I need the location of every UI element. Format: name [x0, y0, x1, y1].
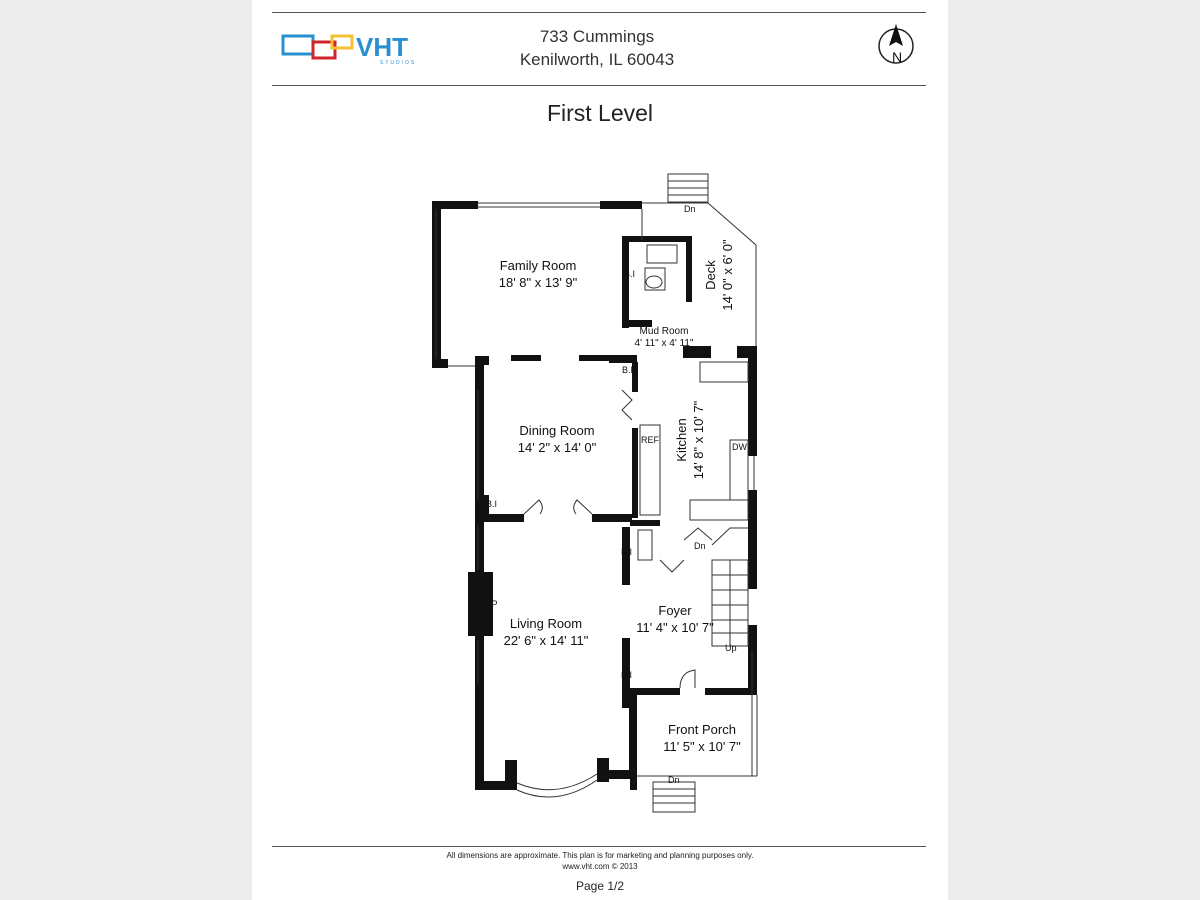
mud-room-name: Mud Room	[640, 326, 689, 337]
deck-stairs-down-label: Dn	[684, 204, 696, 214]
vht-logo: VHT STUDIOS	[281, 32, 416, 66]
footer-disclaimer: All dimensions are approximate. This pla…	[446, 851, 754, 860]
built-in-label-living-north: B.I	[621, 547, 632, 557]
basement-stairs-down-label: Dn	[694, 541, 706, 551]
logo-square-red	[311, 40, 337, 60]
living-room-dims: 22' 6" x 14' 11"	[504, 633, 589, 648]
kitchen-name: Kitchen	[674, 418, 689, 461]
fireplace-label: FP	[486, 599, 498, 609]
porch-stairs-down-label: Dn	[668, 775, 680, 785]
built-in-label-dining: B.I	[486, 499, 497, 509]
family-room-name: Family Room	[500, 258, 577, 273]
built-in-label-living-south: B.I	[621, 670, 632, 680]
footer-copyright: www.vht.com © 2013	[562, 862, 638, 871]
front-porch-name: Front Porch	[668, 722, 736, 737]
address-line-2: Kenilworth, IL 60043	[519, 50, 675, 69]
foyer-dims: 11' 4" x 10' 7"	[636, 620, 714, 635]
deck-dims: 14' 0" x 6' 0"	[720, 239, 735, 311]
footer-rule	[272, 846, 926, 847]
floor-plan-sheet: VHT STUDIOS 733 Cummings Kenilworth, IL …	[252, 0, 948, 900]
dining-room-dims: 14' 2" x 14' 0"	[518, 440, 597, 455]
built-in-label-family: B.I	[624, 269, 635, 279]
logo-subtext: STUDIOS	[380, 60, 416, 66]
header-rule-top	[272, 12, 926, 13]
logo-text: VHT	[356, 32, 408, 62]
level-title: First Level	[546, 100, 654, 126]
living-room-name: Living Room	[510, 616, 582, 631]
kitchen-dims: 14' 8" x 10' 7"	[691, 400, 706, 479]
address-line-1: 733 Cummings	[539, 27, 655, 46]
dishwasher-label: DW	[732, 442, 747, 452]
mud-room-dims: 4' 11" x 4' 11"	[635, 338, 694, 349]
foyer-name: Foyer	[658, 603, 692, 618]
stairs-up-label: Up	[725, 643, 737, 653]
deck-name: Deck	[703, 260, 718, 290]
front-porch-dims: 11' 5" x 10' 7"	[663, 739, 741, 754]
dining-room-name: Dining Room	[519, 423, 594, 438]
built-in-label-kitchen: B.I	[622, 365, 633, 375]
refrigerator-label: REF	[641, 435, 660, 445]
header-rule-bottom	[272, 85, 926, 86]
logo-square-yellow	[330, 34, 354, 50]
compass-label: N	[892, 49, 902, 65]
family-room-dims: 18' 8" x 13' 9"	[499, 275, 578, 290]
north-compass-icon: N	[878, 24, 914, 65]
page-number: Page 1/2	[575, 879, 625, 893]
